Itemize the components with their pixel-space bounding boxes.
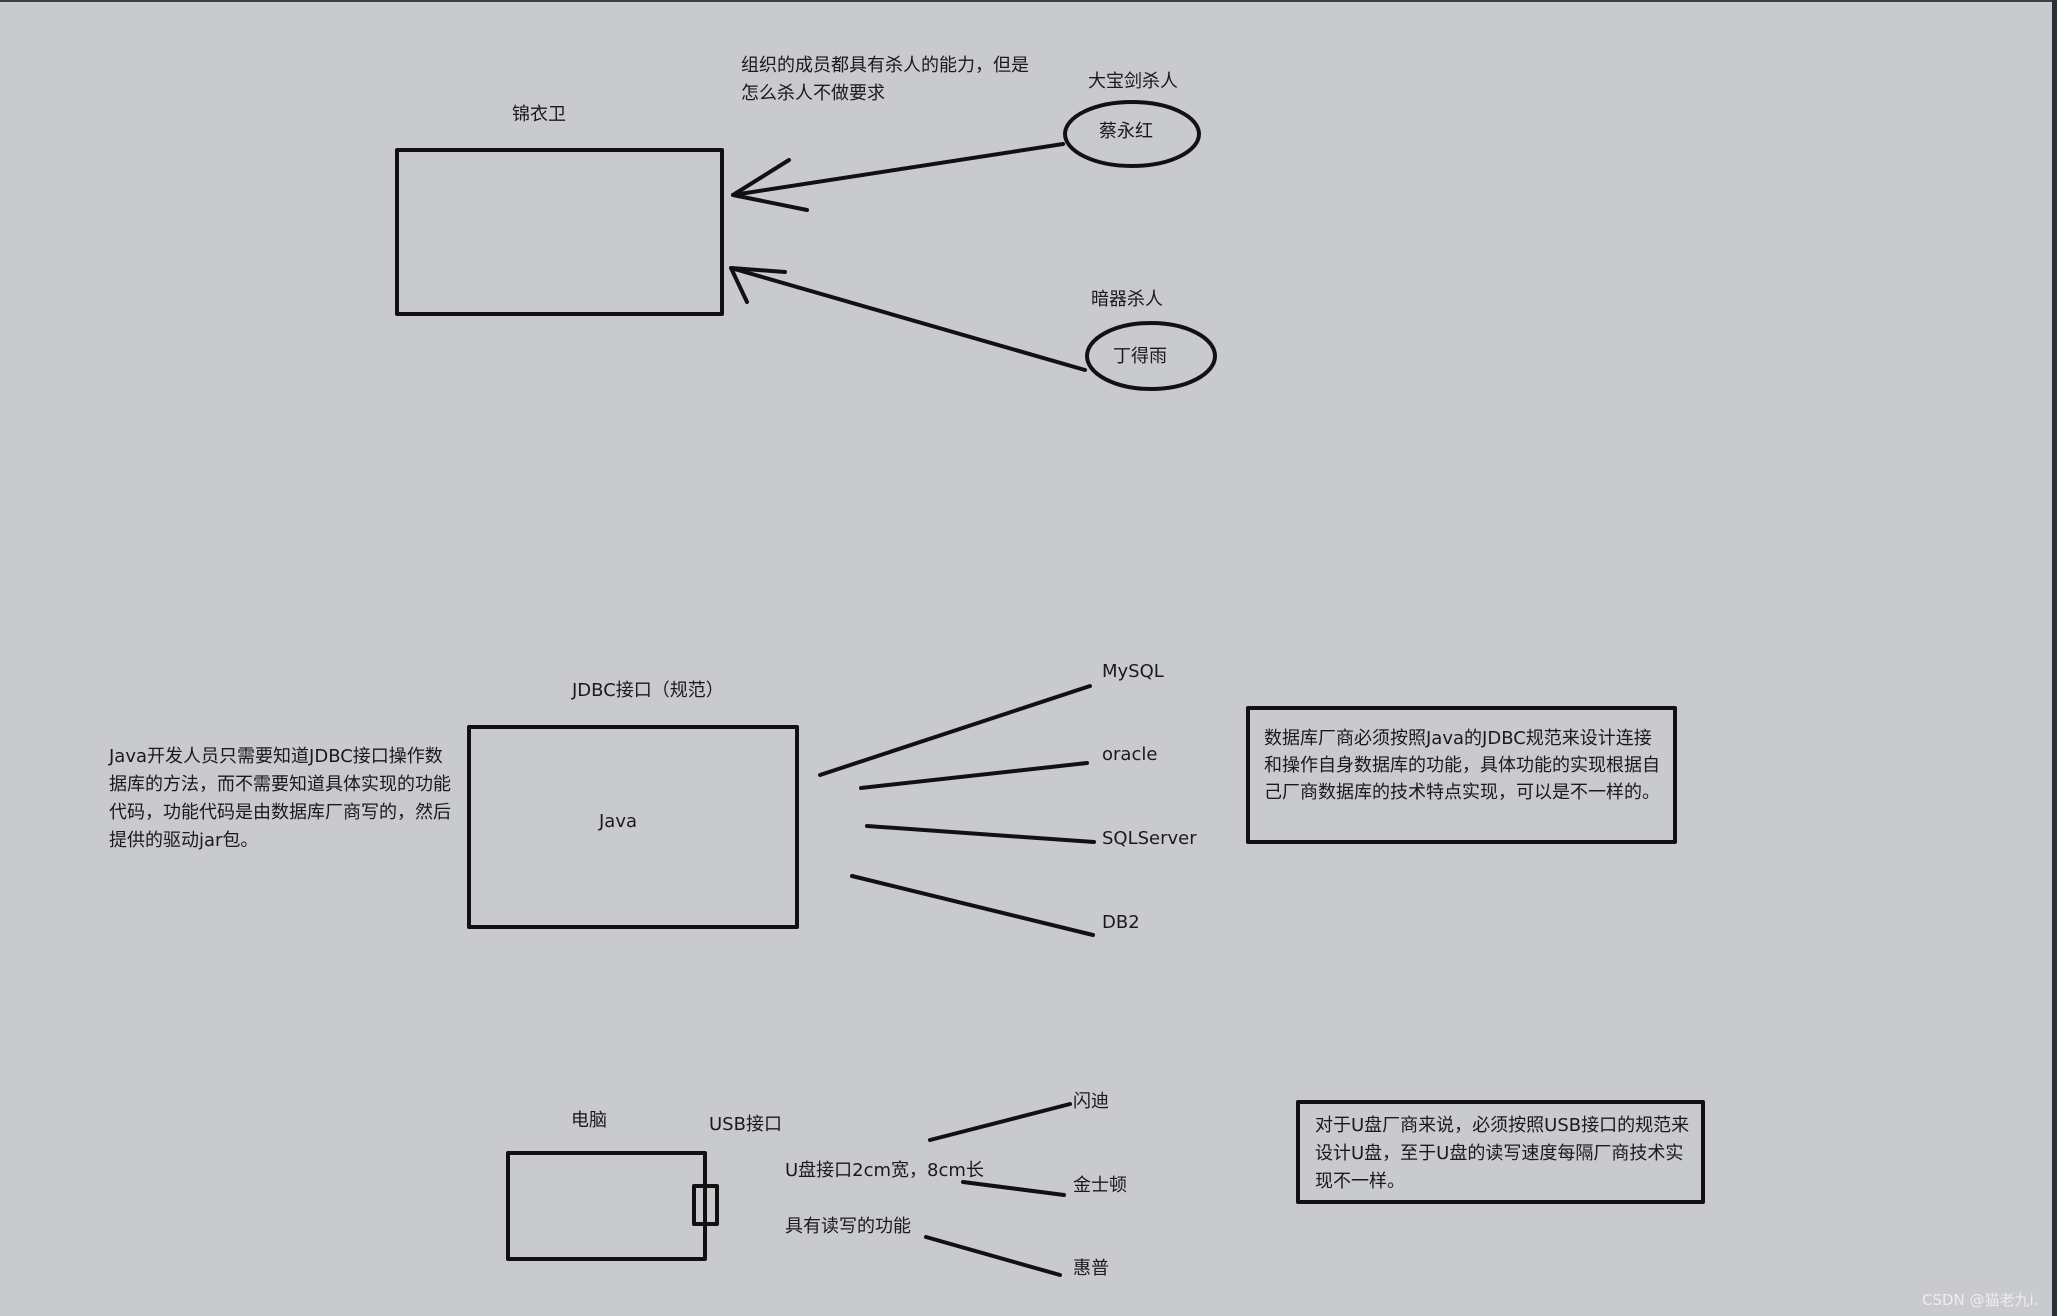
brand-kingston: 金士顿 (1073, 1175, 1127, 1196)
jdbc-box (467, 725, 799, 929)
line-db2 (850, 874, 1095, 937)
line-mysql (818, 684, 1092, 777)
member2-ellipse (1085, 321, 1217, 391)
member2-role: 暗器杀人 (1091, 289, 1163, 310)
arrow1-shaft (731, 142, 1065, 197)
member1-role: 大宝剑杀人 (1088, 71, 1178, 92)
arrow2-shaft (729, 266, 1087, 372)
organization-note: 组织的成员都具有杀人的能力，但是怎么杀人不做要求 (741, 55, 1029, 104)
watermark: CSDN @猫老九i. (1922, 1291, 2039, 1309)
usb-port-box (692, 1184, 719, 1226)
jdbc-right-note: 数据库厂商必须按照Java的JDBC规范来设计连接和操作自身数据库的功能，具体功… (1264, 728, 1660, 803)
brand-sandisk: 闪迪 (1073, 1091, 1109, 1112)
jdbc-left-note: Java开发人员只需要知道JDBC接口操作数据库的方法，而不需要知道具体实现的功… (109, 746, 451, 851)
usb-note-box (1296, 1100, 1705, 1204)
usb-spec-size: U盘接口2cm宽，8cm长 (785, 1160, 984, 1181)
arrow1-head (731, 158, 809, 212)
window-right-border (2052, 0, 2057, 1316)
db-sqlserver: SQLServer (1102, 828, 1197, 849)
member1-ellipse (1063, 100, 1201, 168)
db-db2: DB2 (1102, 912, 1140, 933)
line-sandisk (928, 1102, 1072, 1142)
db-mysql: MySQL (1102, 661, 1164, 682)
computer-box (506, 1151, 707, 1261)
window-top-border (0, 0, 2057, 2)
jdbc-box-title: JDBC接口（规范） (572, 680, 724, 701)
member2-name: 丁得雨 (1113, 346, 1167, 367)
jinyiwei-box (395, 148, 724, 316)
member1-name: 蔡永红 (1099, 121, 1153, 142)
db-oracle: oracle (1102, 744, 1158, 765)
computer-label: 电脑 (571, 1110, 607, 1131)
brand-hp: 惠普 (1073, 1258, 1109, 1279)
line-oracle (859, 761, 1089, 790)
arrow2-head (729, 266, 787, 304)
jdbc-box-label: Java (599, 811, 638, 832)
usb-right-note: 对于U盘厂商来说，必须按照USB接口的规范来设计U盘，至于U盘的读写速度每隔厂商… (1315, 1115, 1690, 1192)
line-kingston (961, 1180, 1066, 1197)
jinyiwei-label: 锦衣卫 (512, 104, 566, 125)
usb-port-label: USB接口 (709, 1114, 782, 1135)
usb-spec-function: 具有读写的功能 (785, 1216, 911, 1237)
line-hp (924, 1235, 1062, 1277)
line-sqlserver (865, 824, 1096, 844)
jdbc-note-box (1246, 706, 1677, 844)
